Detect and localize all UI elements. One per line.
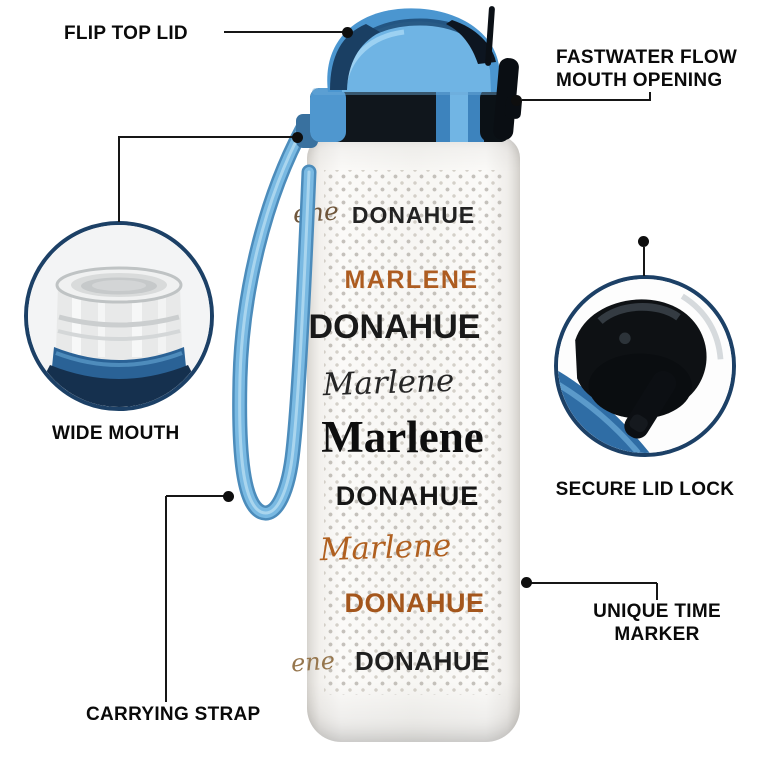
flip-top-lid-dome — [327, 6, 500, 93]
bottle-name-donahue-3: DONAHUE — [335, 481, 480, 511]
callout-dot-carrying-strap — [223, 491, 234, 502]
callout-line-time-marker-h — [527, 582, 657, 584]
lock-latch-arm — [624, 370, 677, 439]
callout-label-carrying-strap: CARRYING STRAP — [86, 704, 261, 725]
callout-label-secure-lid-lock: SECURE LID LOCK — [555, 479, 735, 500]
callout-label-unique-time-marker: UNIQUE TIME MARKER — [577, 600, 737, 646]
callout-line-secure-lock — [643, 247, 645, 276]
wide-mouth-photo — [28, 225, 210, 407]
callout-label-line1: FASTWATER FLOW — [556, 47, 738, 68]
callout-dot-time-marker — [521, 577, 532, 588]
neck-thread — [57, 329, 181, 341]
callout-label-line1: UNIQUE TIME — [593, 601, 721, 622]
callout-line-wide-mouth-h — [118, 136, 298, 138]
bottle-name-donahue-2: DONAHUE — [308, 308, 481, 346]
callout-label-wide-mouth: WIDE MOUTH — [52, 423, 180, 444]
secure-lid-lock-photo — [558, 279, 732, 453]
lid-pin — [485, 6, 495, 66]
wide-mouth-inset — [24, 221, 214, 411]
bottle-name-marlene-serif: Marlene — [321, 412, 484, 462]
callout-line-time-marker-v — [656, 583, 658, 600]
bottle-name-donahue-4: DONAHUE — [355, 646, 490, 676]
lid-base — [310, 88, 510, 142]
callout-label-line2: MOUTH OPENING — [556, 70, 723, 91]
callout-dot-secure-lock — [638, 236, 649, 247]
callout-label-flip-top-lid: FLIP TOP LID — [64, 23, 188, 44]
spout-cover — [330, 24, 380, 90]
bottle-name-donahue-orange: DONAHUE — [344, 588, 485, 618]
callout-dot-flip-top-lid — [342, 27, 353, 38]
bottle-name-marlene-script-2: Marlene — [319, 527, 452, 569]
callout-dot-fastwater — [511, 95, 522, 106]
callout-line-carrying-strap-h — [166, 495, 229, 497]
bottle-polka-dot-pattern — [324, 170, 504, 695]
secure-lid-lock-inset — [554, 275, 736, 457]
bottle-name-marlene-script-1: Marlene — [322, 362, 455, 404]
callout-line-fastwater-h — [522, 99, 651, 101]
callout-line-flip-top-lid — [224, 31, 344, 33]
neck-thread — [58, 314, 180, 328]
callout-label-line2: MARKER — [614, 624, 700, 645]
bottle-name-donahue-1: DONAHUE — [351, 202, 476, 228]
callout-label-fastwater-flow: FASTWATER FLOW MOUTH OPENING — [556, 46, 737, 92]
callout-line-wide-mouth-v — [118, 137, 120, 222]
callout-dot-wide-mouth — [292, 132, 303, 143]
callout-line-fastwater-v — [649, 92, 651, 101]
bottle-name-marlene-caps: MARLENE — [344, 266, 479, 294]
callout-line-carrying-strap-v — [165, 496, 167, 702]
